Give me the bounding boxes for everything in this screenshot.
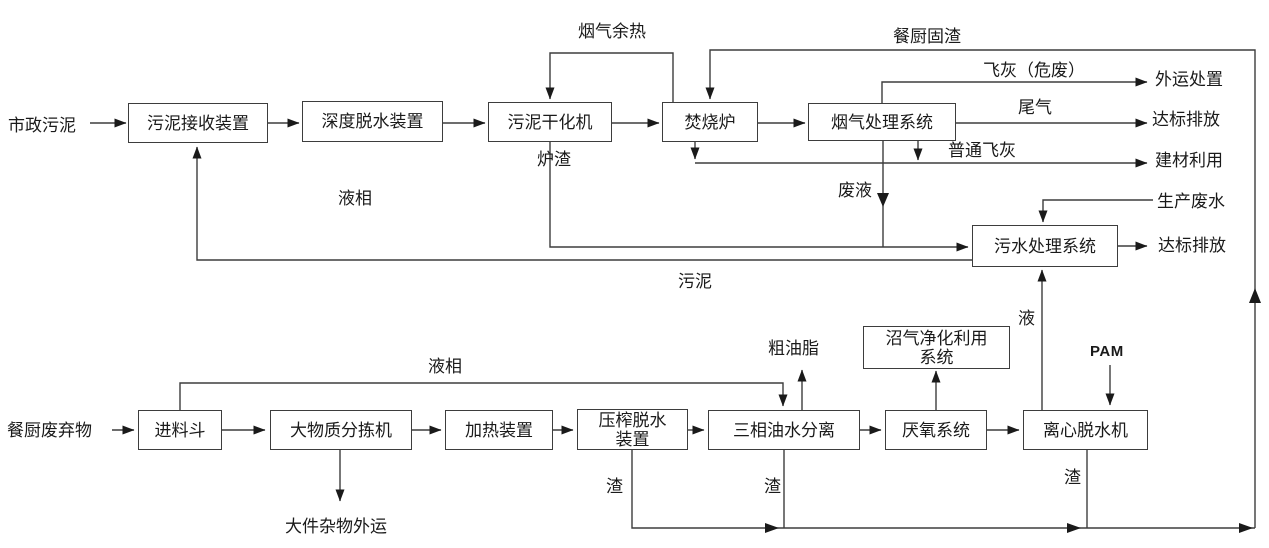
node-sludge-receiving-unit: 污泥接收装置 — [128, 103, 268, 143]
node-sludge-dryer: 污泥干化机 — [488, 102, 612, 142]
node-press-dewatering-unit: 压榨脱水 装置 — [577, 409, 688, 450]
node-large-object-sorter: 大物质分拣机 — [270, 410, 412, 450]
label-pam: PAM — [1090, 343, 1124, 360]
edge-hopper-liquid-phase — [179, 382, 788, 410]
edge-production-wastewater — [1038, 199, 1153, 223]
node-biogas-purification-system: 沼气净化利用 系统 — [863, 326, 1010, 369]
label-standard-discharge-1: 达标排放 — [1152, 110, 1220, 129]
edge-flue-gas-waste-heat — [545, 52, 674, 102]
label-building-material-use: 建材利用 — [1155, 151, 1223, 170]
label-liquid: 液 — [1018, 309, 1035, 328]
arrow-residue-right-3 — [1239, 523, 1253, 533]
label-sludge: 污泥 — [678, 272, 712, 291]
label-municipal-sludge: 市政污泥 — [8, 116, 76, 135]
label-residue-press: 渣 — [606, 477, 623, 496]
node-heating-unit: 加热装置 — [445, 410, 553, 450]
label-furnace-slag: 炉渣 — [537, 150, 571, 169]
label-offsite-disposal: 外运处置 — [1155, 70, 1223, 89]
arrow-waste-liquid-down — [877, 193, 889, 207]
arrow-residue-right-2 — [1067, 523, 1081, 533]
node-deep-dewatering-unit: 深度脱水装置 — [302, 101, 443, 142]
edge-dryer-condensate-to-wwtp — [549, 142, 969, 252]
node-three-phase-oil-water-separator: 三相油水分离 — [708, 410, 860, 450]
edge-residue-collect-line — [631, 450, 1255, 529]
edge-fly-ash-hazardous — [881, 77, 1148, 103]
node-centrifugal-dewatering-machine: 离心脱水机 — [1023, 410, 1148, 450]
label-residue-separator: 渣 — [764, 477, 781, 496]
label-flue-gas-waste-heat: 烟气余热 — [578, 22, 646, 41]
node-incinerator: 焚烧炉 — [662, 102, 758, 142]
mid-line-arrowheads — [765, 193, 1261, 533]
label-kitchen-solid-residue: 餐厨固渣 — [893, 27, 961, 46]
node-anaerobic-system: 厌氧系统 — [885, 410, 987, 450]
label-tail-gas: 尾气 — [1018, 98, 1052, 117]
label-liquid-phase-bottom: 液相 — [428, 357, 462, 376]
node-feed-hopper: 进料斗 — [138, 410, 222, 450]
arrow-residue-up-right — [1249, 288, 1261, 303]
label-kitchen-waste: 餐厨废弃物 — [7, 421, 92, 440]
label-liquid-phase-top: 液相 — [338, 189, 372, 208]
label-waste-liquid: 废液 — [838, 181, 872, 200]
label-production-wastewater: 生产废水 — [1157, 192, 1225, 211]
label-fly-ash-hazardous: 飞灰（危废） — [983, 61, 1085, 80]
label-ordinary-fly-ash: 普通飞灰 — [948, 141, 1016, 160]
edge-sludge-return — [192, 146, 972, 261]
label-crude-oil: 粗油脂 — [768, 339, 819, 358]
arrow-residue-right-1 — [765, 523, 779, 533]
node-flue-gas-treatment-system: 烟气处理系统 — [808, 103, 956, 141]
node-wastewater-treatment-system: 污水处理系统 — [972, 225, 1118, 267]
label-standard-discharge-2: 达标排放 — [1158, 236, 1226, 255]
label-residue-centrifuge: 渣 — [1064, 468, 1081, 487]
label-oversize-debris-offsite: 大件杂物外运 — [285, 517, 387, 536]
